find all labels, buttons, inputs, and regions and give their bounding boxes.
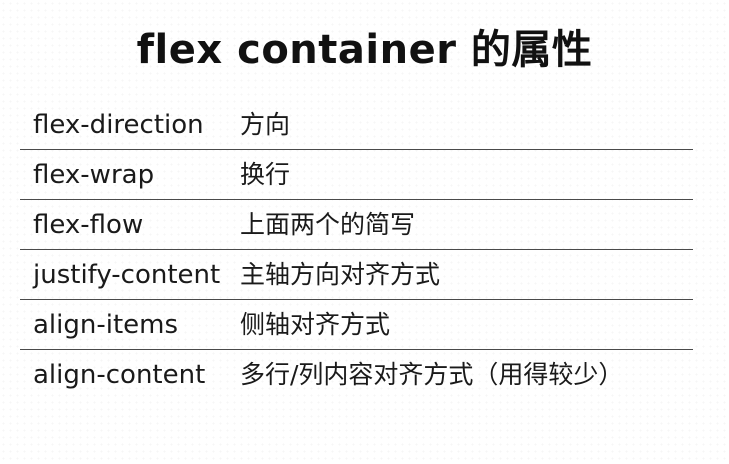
property-name: align-items (33, 309, 179, 340)
table-row: flex-direction 方向 (20, 100, 693, 150)
table-row: flex-flow 上面两个的简写 (20, 200, 693, 250)
property-name: justify-content (33, 259, 221, 290)
property-name: align-content (33, 360, 206, 390)
property-description: 上面两个的简写 (240, 209, 416, 239)
property-description: 换行 (240, 159, 291, 189)
property-description: 侧轴对齐方式 (240, 309, 391, 339)
property-table: flex-direction 方向 flex-wrap 换行 flex-flow… (20, 100, 693, 400)
property-name: flex-wrap (33, 159, 155, 190)
table-row: justify-content 主轴方向对齐方式 (20, 250, 693, 300)
property-name: flex-flow (33, 209, 144, 240)
table-row: align-items 侧轴对齐方式 (20, 300, 693, 350)
property-name: flex-direction (33, 109, 204, 140)
table-row: flex-wrap 换行 (20, 150, 693, 200)
page-title: flex container 的属性 (136, 27, 593, 73)
table-row: align-content 多行/列内容对齐方式（用得较少） (20, 350, 693, 400)
property-description: 主轴方向对齐方式 (240, 259, 441, 289)
property-description: 方向 (240, 109, 291, 139)
property-description: 多行/列内容对齐方式（用得较少） (240, 360, 624, 389)
